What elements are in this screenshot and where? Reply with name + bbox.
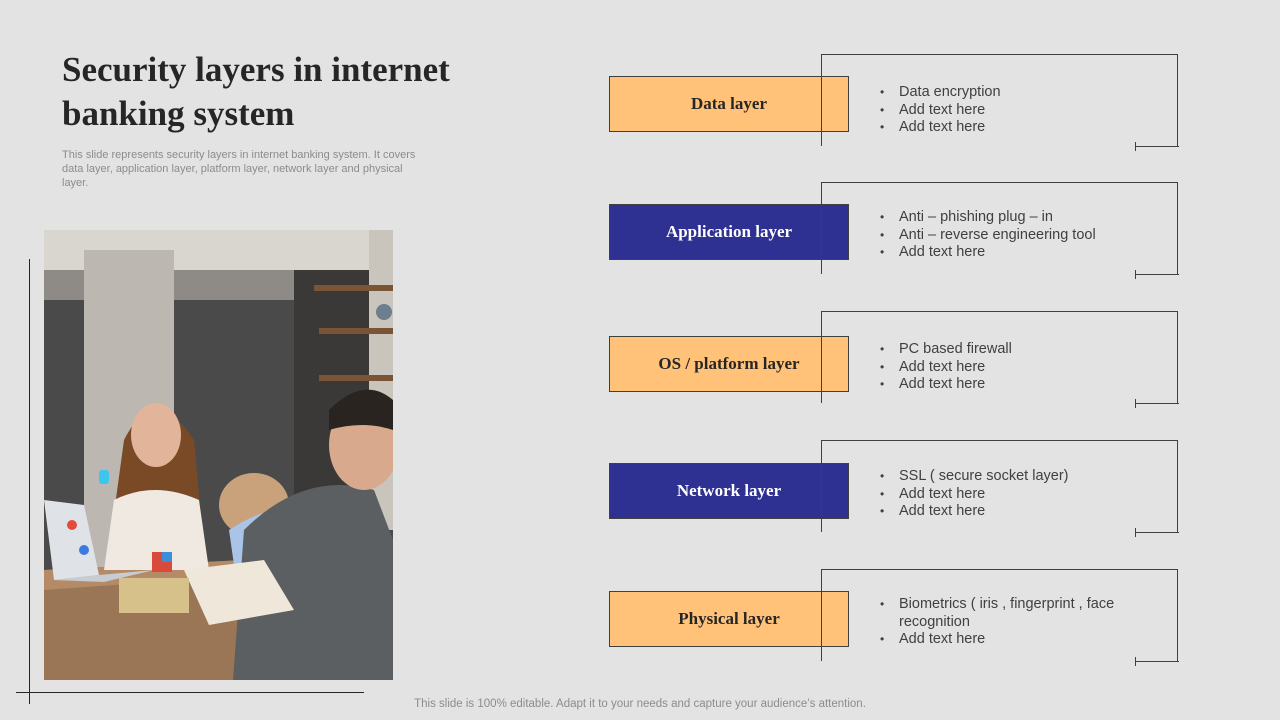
layer-bracket-tick-1 (1135, 142, 1136, 151)
page-subtitle: This slide represents security layers in… (62, 149, 416, 189)
layer-bracket-bottom-3 (1135, 403, 1179, 404)
layer-box-1: Data layer (609, 76, 849, 132)
page-title: Security layers in internet banking syst… (62, 50, 450, 133)
footer-note: This slide is 100% editable. Adapt it to… (414, 698, 866, 710)
layer-bracket-bottom-4 (1135, 532, 1179, 533)
layer-bracket-tick-5 (1135, 657, 1136, 666)
layer-bullet-list-4: SSL ( secure socket layer)Add text hereA… (880, 468, 1120, 521)
bullet-item: Add text here (880, 376, 1120, 394)
layer-bullet-list-3: PC based firewallAdd text hereAdd text h… (880, 341, 1120, 394)
bullet-item: Add text here (880, 119, 1120, 137)
bullet-item: Biometrics ( iris , fingerprint , face r… (880, 596, 1120, 631)
bullet-item: Add text here (880, 631, 1120, 649)
layer-bracket-5 (821, 569, 1178, 661)
bullet-item: Add text here (880, 486, 1120, 504)
bullet-item: Data encryption (880, 84, 1120, 102)
layer-bracket-1 (821, 54, 1178, 146)
frame-vertical-line (29, 259, 30, 704)
layer-box-2: Application layer (609, 204, 849, 260)
layer-bracket-bottom-1 (1135, 146, 1179, 147)
bullet-item: Add text here (880, 102, 1120, 120)
layer-bracket-tick-4 (1135, 528, 1136, 537)
layer-bracket-bottom-5 (1135, 661, 1179, 662)
layer-bullet-list-2: Anti – phishing plug – inAnti – reverse … (880, 209, 1120, 262)
layer-bracket-3 (821, 311, 1178, 403)
bullet-item: Add text here (880, 503, 1120, 521)
layer-bracket-bottom-2 (1135, 274, 1179, 275)
team-meeting-photo (44, 230, 393, 680)
layer-bullet-list-5: Biometrics ( iris , fingerprint , face r… (880, 596, 1120, 649)
bullet-item: Anti – reverse engineering tool (880, 227, 1120, 245)
bullet-item: Anti – phishing plug – in (880, 209, 1120, 227)
bullet-item: Add text here (880, 244, 1120, 262)
layer-bullet-list-1: Data encryptionAdd text hereAdd text her… (880, 84, 1120, 137)
bullet-item: SSL ( secure socket layer) (880, 468, 1120, 486)
layer-bracket-tick-2 (1135, 270, 1136, 279)
bullet-item: Add text here (880, 359, 1120, 377)
layer-bracket-2 (821, 182, 1178, 274)
layer-box-4: Network layer (609, 463, 849, 519)
layer-bracket-4 (821, 440, 1178, 532)
frame-horizontal-line (16, 692, 364, 693)
layer-box-3: OS / platform layer (609, 336, 849, 392)
layer-bracket-tick-3 (1135, 399, 1136, 408)
bullet-item: PC based firewall (880, 341, 1120, 359)
layer-box-5: Physical layer (609, 591, 849, 647)
